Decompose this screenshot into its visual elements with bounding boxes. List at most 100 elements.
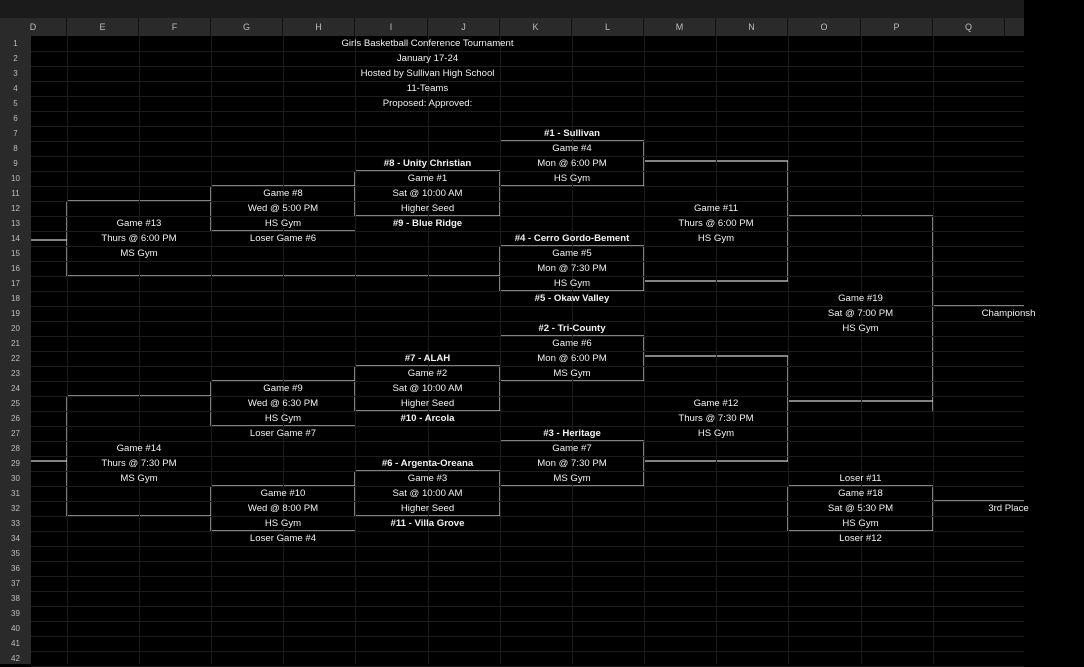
column-header-f[interactable]: F [139,18,211,36]
row-header[interactable]: 15 [11,249,20,258]
bracket-game-info[interactable]: Game #6 [552,338,592,349]
row-header[interactable]: 22 [11,354,20,363]
bracket-game-info[interactable]: Thurs @ 6:00 PM [101,233,177,244]
row-header[interactable]: 3 [13,69,18,78]
bracket-game-info[interactable]: Game #13 [116,218,162,229]
row-header[interactable]: 40 [11,624,20,633]
row-header[interactable]: 11 [11,189,20,198]
bracket-game-info[interactable]: Game #12 [693,398,739,409]
row-header[interactable]: 33 [11,519,20,528]
bracket-game-info[interactable]: Sat @ 10:00 AM [392,188,463,199]
bracket-team-label[interactable]: #6 - Argenta-Oreana [381,458,474,469]
column-header-n[interactable]: N [716,18,788,36]
row-header[interactable]: 4 [13,84,18,93]
row-header[interactable]: 25 [11,399,20,408]
bracket-game-info[interactable]: Wed @ 5:00 PM [247,203,319,214]
row-header[interactable]: 12 [11,204,20,213]
row-header[interactable]: 31 [11,489,20,498]
column-header-p[interactable]: P [861,18,933,36]
bracket-game-info[interactable]: Game #10 [260,488,306,499]
bracket-game-info[interactable]: Wed @ 8:00 PM [247,503,319,514]
row-header[interactable]: 14 [11,234,20,243]
bracket-game-info[interactable]: MS Gym [120,473,158,484]
bracket-team-label[interactable]: #1 - Sullivan [544,128,600,139]
row-header[interactable]: 28 [11,444,20,453]
bracket-game-info[interactable]: Thurs @ 7:30 PM [101,458,177,469]
column-header-m[interactable]: M [644,18,716,36]
bracket-game-info[interactable]: Game #1 [407,173,448,184]
row-header[interactable]: 17 [11,279,20,288]
row-header[interactable]: 16 [11,264,20,273]
bracket-game-info[interactable]: Game #18 [838,488,883,499]
row-header[interactable]: 9 [13,159,18,168]
row-header[interactable]: 38 [11,594,20,603]
column-header-d[interactable]: D [0,18,67,36]
row-header[interactable]: 8 [13,144,18,153]
row-header[interactable]: 24 [11,384,20,393]
row-header[interactable]: 29 [11,459,20,468]
column-header-h[interactable]: H [283,18,355,36]
bracket-game-info[interactable]: Wed @ 6:30 PM [247,398,319,409]
bracket-game-info[interactable]: HS Gym [842,323,879,334]
bracket-team-label[interactable]: #8 - Unity Christian [383,158,472,169]
column-header-i[interactable]: I [355,18,428,36]
bracket-game-info[interactable]: Game #9 [263,383,303,394]
column-header-l[interactable]: L [572,18,644,36]
row-header[interactable]: 34 [11,534,20,543]
row-header[interactable]: 1 [13,39,18,48]
bracket-game-info[interactable]: Higher Seed [400,203,455,214]
bracket-team-label[interactable]: #5 - Okaw Valley [534,293,610,304]
bracket-game-info[interactable]: Loser Game #7 [249,428,317,439]
bracket-game-info[interactable]: Game #14 [116,443,162,454]
bracket-game-info[interactable]: Game #8 [263,188,303,199]
row-header[interactable]: 30 [11,474,20,483]
row-header[interactable]: 35 [11,549,20,558]
bracket-game-info[interactable]: Game #11 [693,203,739,214]
bracket-game-info[interactable]: HS Gym [264,518,302,529]
bracket-game-info[interactable]: Higher Seed [400,503,455,514]
bracket-team-label[interactable]: #9 - Blue Ridge [392,218,463,229]
column-header-g[interactable]: G [211,18,283,36]
bracket-game-info[interactable]: Game #3 [407,473,448,484]
column-header-j[interactable]: J [428,18,500,36]
bracket-game-info[interactable]: Mon @ 6:00 PM [537,353,607,364]
bracket-game-info[interactable]: Higher Seed [400,398,455,409]
bracket-game-info[interactable]: HS Gym [553,278,591,289]
row-header[interactable]: 21 [11,339,20,348]
row-header[interactable]: 23 [11,369,20,378]
bracket-game-info[interactable]: Loser Game #4 [249,533,317,544]
bracket-game-info[interactable]: MS Gym [120,248,158,259]
bracket-game-info[interactable]: HS Gym [553,173,591,184]
bracket-game-info[interactable]: Loser #11 [839,473,882,484]
bracket-team-label[interactable]: #10 - Arcola [400,413,455,424]
row-header[interactable]: 18 [11,294,20,303]
row-header[interactable]: 13 [11,219,20,228]
bracket-game-info[interactable]: HS Gym [264,413,302,424]
bracket-team-label[interactable]: #7 - ALAH [404,353,451,364]
bracket-game-info[interactable]: HS Gym [697,428,735,439]
bracket-game-info[interactable]: MS Gym [553,368,591,379]
column-header-q[interactable]: Q [933,18,1005,36]
bracket-game-info[interactable]: Sat @ 7:00 PM [827,308,894,319]
row-header[interactable]: 20 [11,324,20,333]
row-header[interactable]: 41 [11,639,20,648]
bracket-game-info[interactable]: HS Gym [842,518,879,529]
bracket-team-label[interactable]: #11 - Villa Grove [390,518,465,529]
bracket-game-info[interactable]: Sat @ 5:30 PM [827,503,894,514]
row-header[interactable]: 7 [13,129,18,138]
bracket-game-info[interactable]: Mon @ 7:30 PM [537,458,607,469]
bracket-game-info[interactable]: Thurs @ 6:00 PM [678,218,754,229]
bracket-game-info[interactable]: Sat @ 10:00 AM [392,383,463,394]
row-header[interactable]: 36 [11,564,20,573]
bracket-game-info[interactable]: Game #2 [407,368,448,379]
bracket-game-info[interactable]: Loser Game #6 [249,233,317,244]
row-header[interactable]: 5 [13,99,18,108]
bracket-game-info[interactable]: Thurs @ 7:30 PM [678,413,754,424]
row-header[interactable]: 39 [11,609,20,618]
row-header[interactable]: 37 [11,579,20,588]
column-header-o[interactable]: O [788,18,861,36]
column-header-k[interactable]: K [500,18,572,36]
bracket-game-info[interactable]: 3rd Place [988,503,1029,514]
bracket-game-info[interactable]: Championsh [981,308,1036,319]
